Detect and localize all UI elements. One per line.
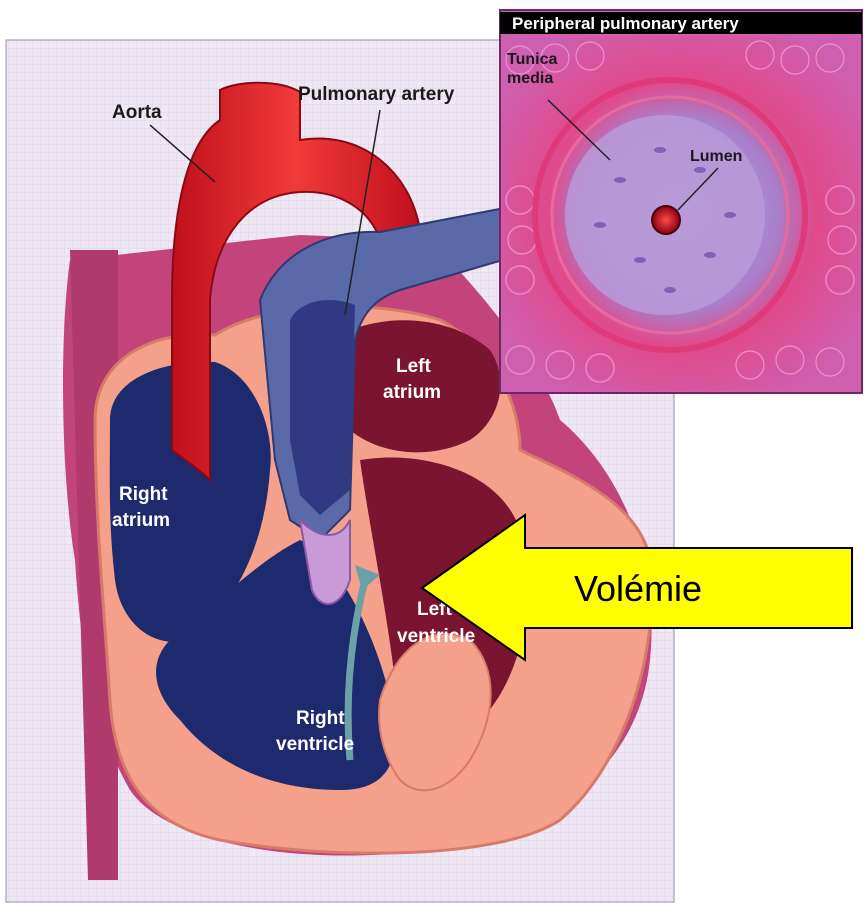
inset-title: Peripheral pulmonary artery [512, 14, 739, 33]
label-left-atrium-line1: Left [396, 356, 432, 377]
label-right-atrium-line1: Right [119, 484, 168, 505]
label-tunica-line2: media [507, 70, 553, 87]
label-right-ventricle-line2: ventricle [276, 734, 354, 755]
volemie-label: Volémie [574, 568, 702, 609]
pulmonary-inner [290, 300, 355, 515]
inset-panel: Peripheral pulmonary artery Tunica media… [500, 10, 862, 393]
label-aorta: Aorta [112, 102, 162, 123]
label-pulmonary-artery: Pulmonary artery [298, 84, 455, 105]
label-right-ventricle-line1: Right [296, 708, 345, 729]
label-left-ventricle-line2: ventricle [397, 626, 475, 647]
label-tunica-line1: Tunica [507, 51, 557, 68]
label-right-atrium-line2: atrium [112, 510, 170, 531]
label-left-atrium-line2: atrium [383, 382, 441, 403]
label-lumen: Lumen [690, 148, 742, 165]
lumen [652, 206, 680, 234]
